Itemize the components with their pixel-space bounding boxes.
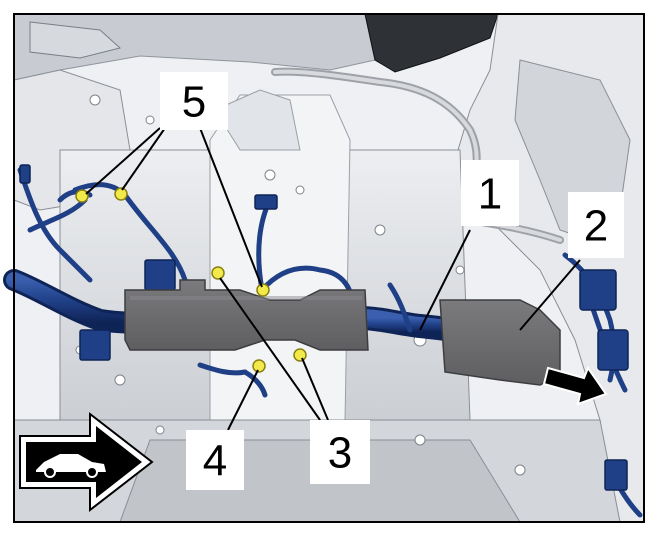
callout-4-label: 4 (203, 437, 227, 486)
fasteners (75, 187, 307, 373)
leader-lines (85, 127, 581, 431)
harness-cover-right (439, 299, 561, 386)
callout-1: 1 (461, 160, 519, 226)
callout-4: 4 (186, 430, 244, 490)
callout-2: 2 (568, 192, 624, 258)
removal-arrow-icon (542, 365, 608, 406)
callout-5: 5 (160, 72, 228, 130)
callout-3: 3 (310, 420, 370, 484)
callout-3-label: 3 (328, 429, 352, 478)
callout-1-label: 1 (478, 170, 502, 219)
wiring-harness (3, 164, 643, 518)
diagram-frame (13, 13, 645, 523)
callout-2-label: 2 (584, 202, 608, 251)
callout-5-label: 5 (182, 78, 206, 127)
car-front-arrow-icon (19, 411, 154, 513)
